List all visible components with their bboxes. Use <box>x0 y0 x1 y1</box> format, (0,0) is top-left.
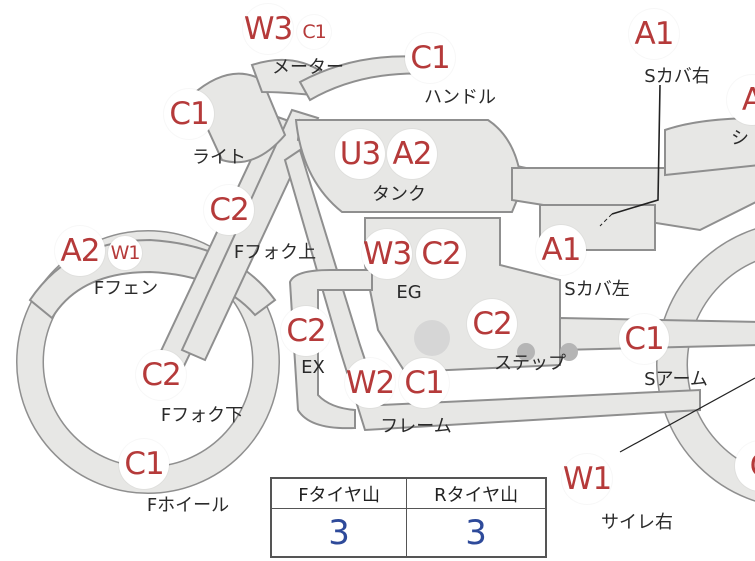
swing-arm-grade-1: C1 <box>619 314 669 364</box>
f-fender-grade-1: A2 <box>55 226 105 276</box>
seat-grade-1: A <box>727 75 755 125</box>
tank-label: タンク <box>372 184 426 205</box>
silencer-right-grade-1: W1 <box>562 454 612 504</box>
exhaust-grade-1: C2 <box>281 306 331 356</box>
light-grade-1: C1 <box>164 89 214 139</box>
tank-grade-1: U3 <box>335 129 385 179</box>
step-grade-1: C2 <box>467 299 517 349</box>
step-label: ステップ <box>494 353 566 374</box>
f-fork-upper-grade-1: C2 <box>204 185 254 235</box>
s-cover-left-label: Sカバ左 <box>564 279 630 300</box>
exhaust-label: EX <box>301 357 325 378</box>
s-cover-right-grade-1: A1 <box>629 9 679 59</box>
handle-grade-1: C1 <box>405 33 455 83</box>
seat-label: シ <box>731 128 749 149</box>
s-cover-left-grade-1: A1 <box>536 225 586 275</box>
f-wheel-grade-1: C1 <box>119 439 169 489</box>
frame-grade-1: W2 <box>345 358 395 408</box>
silencer-right-label: サイレ右 <box>601 512 673 533</box>
front-tire-header: Fタイヤ山 <box>270 477 408 510</box>
meter-grade-1: W3 <box>243 4 293 54</box>
handle-label: ハンドル <box>424 87 496 108</box>
meter-label: メーター <box>272 57 344 78</box>
rear-tire-value: 3 <box>406 508 547 558</box>
engine-grade-2: C2 <box>416 229 466 279</box>
s-cover-right-label: Sカバ右 <box>644 66 710 87</box>
f-fork-lower-label: Fフォク下 <box>160 405 244 426</box>
meter-grade-2: C1 <box>297 15 331 49</box>
f-fork-upper-label: Fフォク上 <box>233 242 317 263</box>
f-fork-lower-grade-1: C2 <box>136 350 186 400</box>
light-label: ライト <box>192 147 246 168</box>
tank-grade-2: A2 <box>387 129 437 179</box>
frame-label: フレーム <box>380 416 452 437</box>
f-wheel-label: Fホイール <box>146 495 230 516</box>
engine-grade-1: W3 <box>362 229 412 279</box>
f-fender-label: Fフェン <box>93 278 159 299</box>
tire-tread-table: Fタイヤ山 Rタイヤ山 3 3 <box>270 477 547 558</box>
frame-grade-2: C1 <box>399 358 449 408</box>
rear-partial-grade-1: C <box>735 441 755 491</box>
swing-arm-label: Sアーム <box>644 369 708 390</box>
rear-tire-header: Rタイヤ山 <box>406 477 547 510</box>
front-tire-value: 3 <box>270 508 408 558</box>
silencer-right-leader <box>619 377 755 453</box>
f-fender-grade-2: W1 <box>108 236 142 270</box>
s-cover-right-leader <box>611 84 661 215</box>
headlight-shape <box>190 72 287 164</box>
engine-label: EG <box>396 282 422 303</box>
